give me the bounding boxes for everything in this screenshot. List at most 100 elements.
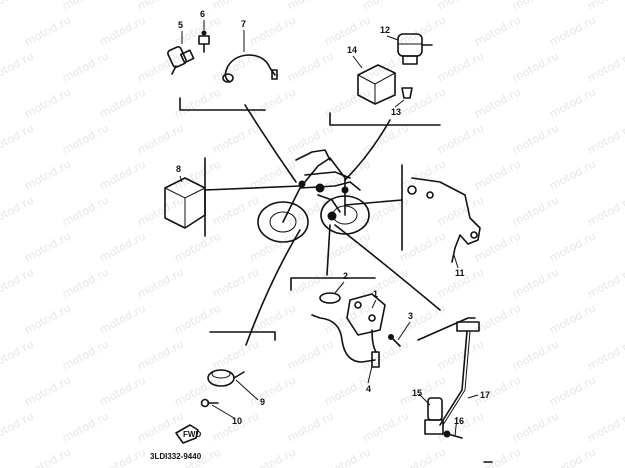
watermark-text: motod.ru [0, 49, 36, 84]
watermark-text: motod.ru [322, 445, 373, 468]
watermark-text: motod.ru [285, 49, 336, 84]
watermark-text: motod.ru [247, 373, 298, 408]
watermark-text: motod.ru [60, 193, 111, 228]
part-8-control-unit [164, 177, 206, 229]
callout-1: 1 [373, 289, 378, 299]
watermark-text: motod.ru [0, 193, 36, 228]
watermark-text: motod.ru [210, 121, 261, 156]
watermark-text: motod.ru [510, 49, 561, 84]
watermark-text: motod.ru [585, 0, 625, 13]
watermark-text: motod.ru [0, 265, 36, 300]
watermark-text: motod.ru [97, 229, 148, 264]
watermark-text: motod.ru [97, 85, 148, 120]
part-2-gasket [319, 292, 341, 304]
callout-2: 2 [343, 271, 348, 281]
part-16-bolt [443, 430, 463, 439]
watermark-text: motod.ru [135, 409, 186, 444]
watermark-text: motod.ru [547, 445, 598, 468]
watermark-text: motod.ru [397, 373, 448, 408]
watermark-text: motod.ru [472, 229, 523, 264]
watermark-text: motod.ru [97, 301, 148, 336]
watermark-text: motod.ru [360, 337, 411, 372]
part-13-grommet [401, 87, 413, 99]
watermark-text: motod.ru [97, 445, 148, 468]
part-11-bracket [407, 177, 481, 263]
watermark-text: motod.ru [360, 49, 411, 84]
part-3-screw [388, 334, 401, 347]
watermark-text: motod.ru [247, 85, 298, 120]
watermark-text: motod.ru [585, 265, 625, 300]
fwd-label: FWD [183, 430, 201, 439]
fwd-arrow-icon: FWD [175, 424, 201, 444]
watermark-text: motod.ru [172, 229, 223, 264]
callout-14: 14 [347, 45, 357, 55]
watermark-text: motod.ru [172, 157, 223, 192]
watermark-text: motod.ru [510, 265, 561, 300]
part-1-sensor-plate [346, 293, 386, 336]
watermark-text: motod.ru [547, 229, 598, 264]
watermark-text: motod.ru [435, 121, 486, 156]
watermark-text: motod.ru [547, 157, 598, 192]
watermark-text: motod.ru [510, 0, 561, 13]
motorcycle-illustration [257, 149, 370, 243]
watermark-text: motod.ru [285, 337, 336, 372]
watermark-text: motod.ru [22, 445, 73, 468]
watermark-text: motod.ru [0, 409, 36, 444]
part-10-bolt [200, 398, 219, 408]
watermark-text: motod.ru [435, 49, 486, 84]
watermark-text: motod.ru [285, 265, 336, 300]
part-14-unit [357, 64, 396, 105]
callout-leaders [179, 20, 479, 437]
watermark-text: motod.ru [97, 157, 148, 192]
watermark-text: motod.ru [247, 445, 298, 468]
callout-6: 6 [200, 9, 205, 19]
watermark-text: motod.ru [547, 373, 598, 408]
watermark-text: motod.ru [210, 265, 261, 300]
watermark-text: motod.ru [60, 409, 111, 444]
watermark-text: motod.ru [435, 193, 486, 228]
watermark-text: motod.ru [322, 157, 373, 192]
watermark-text: motod.ru [435, 337, 486, 372]
watermark-text: motod.ru [510, 409, 561, 444]
watermark-text: motod.ru [22, 373, 73, 408]
part-6-sensor [198, 30, 210, 53]
watermark-text: motod.ru [397, 301, 448, 336]
callout-15: 15 [412, 388, 422, 398]
watermark-text: motod.ru [135, 0, 186, 13]
diagram-code: 3LDI332-9440 [150, 452, 202, 461]
watermark-text: motod.ru [585, 121, 625, 156]
watermark-text: motod.ru [510, 337, 561, 372]
watermark-text: motod.ru [172, 13, 223, 48]
watermark-text: motod.ru [397, 229, 448, 264]
callout-8: 8 [176, 164, 181, 174]
watermark-text: motod.ru [60, 337, 111, 372]
callout-3: 3 [408, 311, 413, 321]
watermark-text: motod.ru [135, 265, 186, 300]
callout-13: 13 [391, 107, 401, 117]
watermark-text: motod.ru [585, 337, 625, 372]
watermark-text: motod.ru [585, 193, 625, 228]
watermark-text: motod.ru [510, 121, 561, 156]
watermark-text: motod.ru [472, 85, 523, 120]
watermark-text: motod.ru [360, 409, 411, 444]
watermark-text: motod.ru [22, 301, 73, 336]
callout-5: 5 [178, 20, 183, 30]
watermark-text: motod.ru [210, 0, 261, 13]
part-12-relay [397, 33, 433, 65]
part-15-switch [424, 397, 444, 435]
watermark-text: motod.ru [135, 337, 186, 372]
watermark-text: motod.ru [0, 0, 36, 13]
callout-9: 9 [260, 397, 265, 407]
leader-lines [204, 104, 441, 346]
callout-labels: 5 6 7 12 14 13 8 11 2 1 3 4 9 10 15 16 1… [176, 9, 490, 426]
watermark-text: motod.ru [322, 13, 373, 48]
callout-4: 4 [366, 384, 371, 394]
part-7-lead-wire [222, 54, 278, 83]
watermark-text: motod.ru [97, 373, 148, 408]
watermark-text: motod.ru [60, 265, 111, 300]
watermark-text: motod.ru [285, 409, 336, 444]
watermark-text: motod.ru [472, 13, 523, 48]
watermark-text: motod.ru [285, 0, 336, 13]
